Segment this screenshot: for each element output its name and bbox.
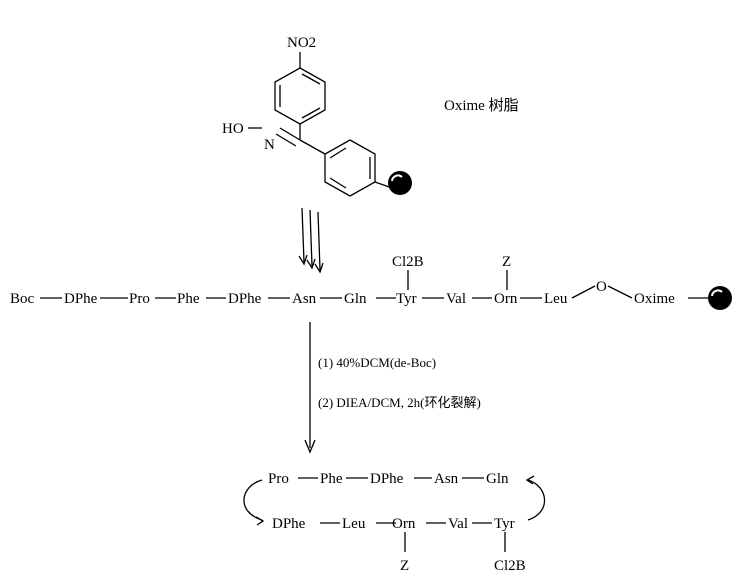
cyclo-gln: Gln — [486, 471, 509, 487]
ring-closure-right — [527, 479, 546, 521]
orn-protecting-group: Z — [502, 254, 511, 270]
residue-asn: Asn — [292, 291, 317, 307]
residue-dphe-1: DPhe — [64, 291, 98, 307]
chain-resin-oxime: Oxime — [634, 291, 675, 307]
step-1-label: (1) 40%DCM(de-Boc) — [318, 355, 436, 370]
cyclo-leu: Leu — [342, 516, 366, 532]
oxime-n-label: N — [264, 137, 275, 153]
residue-gln: Gln — [344, 291, 367, 307]
phenyl-ring — [324, 139, 376, 197]
residue-pro: Pro — [129, 291, 150, 307]
nitrophenyl-ring — [274, 52, 326, 125]
resin-name-label: Oxime 树脂 — [444, 97, 519, 114]
residue-val: Val — [446, 291, 466, 307]
step-2-label: (2) DIEA/DCM, 2h(环化裂解) — [318, 395, 481, 410]
cyclo-dphe-top: DPhe — [370, 471, 404, 487]
cyclo-phe: Phe — [320, 471, 343, 487]
residue-leu: Leu — [544, 291, 568, 307]
resin-bead-top — [388, 171, 412, 195]
cyclo-orn: Orn — [392, 516, 416, 532]
link-oxygen: O — [596, 279, 607, 295]
reaction-arrow — [304, 322, 316, 454]
residue-phe: Phe — [177, 291, 200, 307]
linear-chain-bonds — [40, 270, 708, 299]
oxime-oh-label: HO — [222, 121, 244, 137]
ring-closure-left — [243, 479, 263, 521]
residue-orn: Orn — [494, 291, 518, 307]
resin-bead-chain — [708, 286, 732, 310]
multistep-arrows — [298, 207, 324, 274]
cyclic-bonds — [243, 475, 546, 552]
ring-arrowhead-left — [255, 516, 265, 526]
tyr-protecting-group: Cl2B — [392, 254, 424, 270]
residue-dphe-2: DPhe — [228, 291, 262, 307]
ring-arrowhead-right — [525, 475, 535, 485]
residue-tyr: Tyr — [396, 291, 417, 307]
cyclo-orn-protecting-group: Z — [400, 558, 409, 574]
cyclo-tyr: Tyr — [494, 516, 515, 532]
nitro-group-label: NO2 — [287, 35, 316, 51]
cyclo-dphe-bottom: DPhe — [272, 516, 306, 532]
residue-boc: Boc — [10, 291, 35, 307]
cyclo-asn: Asn — [434, 471, 459, 487]
cyclo-val: Val — [448, 516, 468, 532]
cyclo-tyr-protecting-group: Cl2B — [494, 558, 526, 574]
cyclo-pro: Pro — [268, 471, 289, 487]
